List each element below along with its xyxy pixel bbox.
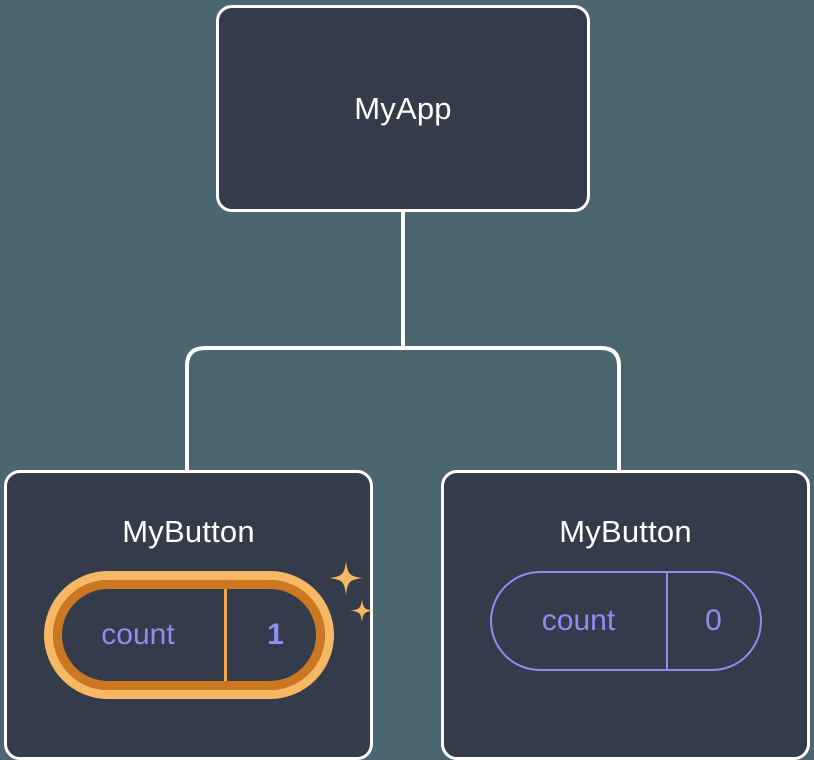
state-pill[interactable]: count 0 [489,571,762,671]
connector-bracket [185,346,621,470]
state-pill-highlighted[interactable]: count 1 [43,571,334,699]
state-value: 1 [223,580,325,690]
component-node-mybutton-right[interactable]: MyButton count 0 [441,470,810,760]
component-title: MyButton [122,514,255,549]
component-title: MyButton [559,514,692,549]
state-pill-wrapper: count 1 [43,561,374,699]
state-key: count [541,604,616,637]
state-key: count [101,618,175,651]
sparkle-icon [328,561,363,595]
component-title: MyApp [354,91,452,126]
component-node-mybutton-left[interactable]: MyButton count 1 [4,470,374,760]
sparkle-small-icon [349,599,374,623]
diagram-canvas: MyApp MyButton count 1 MyButton count 0 [4,5,810,760]
state-value: 0 [665,573,760,669]
component-node-myapp[interactable]: MyApp [216,5,590,212]
state-pill-wrapper: count 0 [489,571,762,671]
